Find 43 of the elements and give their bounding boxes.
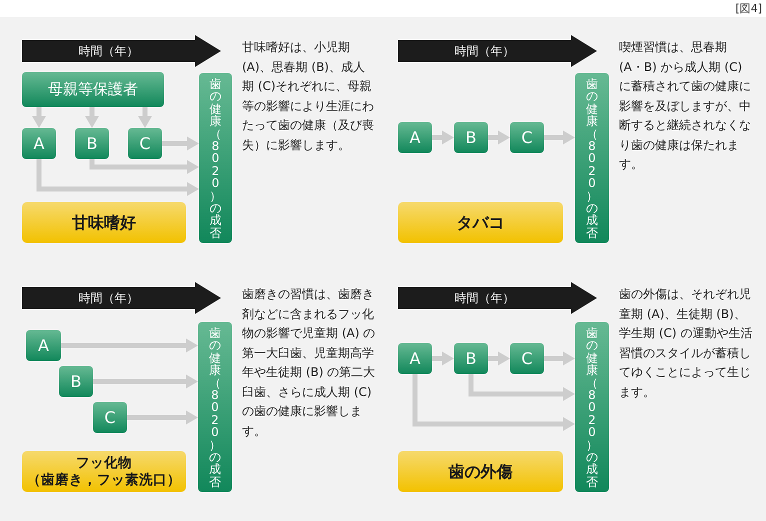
description-text: 歯磨きの習慣は、歯磨き剤などに含まれるフッ化物の影響で児童期 (A) の第一大臼歯、児童期高学年や生徒期 (B) の第二大臼歯、さらに成人期 (C) の歯の健康に影響します。 [242,286,376,440]
stage-box: C [128,128,162,159]
factor-box: 歯の外傷 [398,451,563,492]
description-text: 喫煙習慣は、思春期 (A・B) から成人期 (C) に蓄積されて歯の健康に影響を及ぼしますが、中断すると継続されなくなり歯の健康は保たれます。 [619,39,752,173]
factor-box: フッ化物 （歯磨き，フッ素洗口） [22,451,186,492]
stage-box: B [454,122,488,153]
outcome-bar: 歯の健康（8020）の成否 [199,73,232,243]
stage-box: A [398,343,432,374]
outcome-bar: 歯の健康（8020）の成否 [575,73,609,243]
arrow [544,130,575,144]
arrow [162,136,199,150]
outcome-bar: 歯の健康（8020）の成否 [575,322,609,492]
stage-box: B [75,128,109,159]
arrow [432,352,454,366]
arrow [138,107,152,128]
arrow [32,107,46,128]
stage-box: C [510,122,544,153]
source-box: 母親等保護者 [22,72,164,107]
arrow [544,352,575,366]
arrow [488,352,510,366]
arrow [93,374,198,388]
description-text: 甘味嗜好は、小児期 (A)、思春期 (B)、成人期 (C)それぞれに、母親等の影響により生涯にわたって歯の健康（及び喪失）に影響します。 [242,39,375,154]
arrow [90,159,199,174]
stage-box: C [510,343,544,374]
arrow [85,107,99,128]
factor-box: 甘味嗜好 [22,202,186,243]
arrow [488,130,510,144]
arrow [127,410,198,424]
figure-number: [図4] [734,2,762,16]
outcome-bar: 歯の健康（8020）の成否 [198,322,232,492]
description-text: 歯の外傷は、それぞれ児童期 (A)、生徒期 (B)、学生期 (C) の運動や生活習慣のスタイルが蓄積してゆくことによって生じます。 [619,286,753,400]
stage-box: B [454,343,488,374]
stage-box: B [59,366,93,397]
arrow [61,338,198,352]
stage-box: A [398,122,432,153]
stage-box: A [22,128,56,159]
arrow [412,374,575,431]
factor-box: タバコ [398,202,563,243]
stage-box: A [26,330,61,361]
arrow [432,130,454,144]
arrow [468,374,575,401]
arrow [36,159,199,196]
stage-box: C [93,402,127,433]
